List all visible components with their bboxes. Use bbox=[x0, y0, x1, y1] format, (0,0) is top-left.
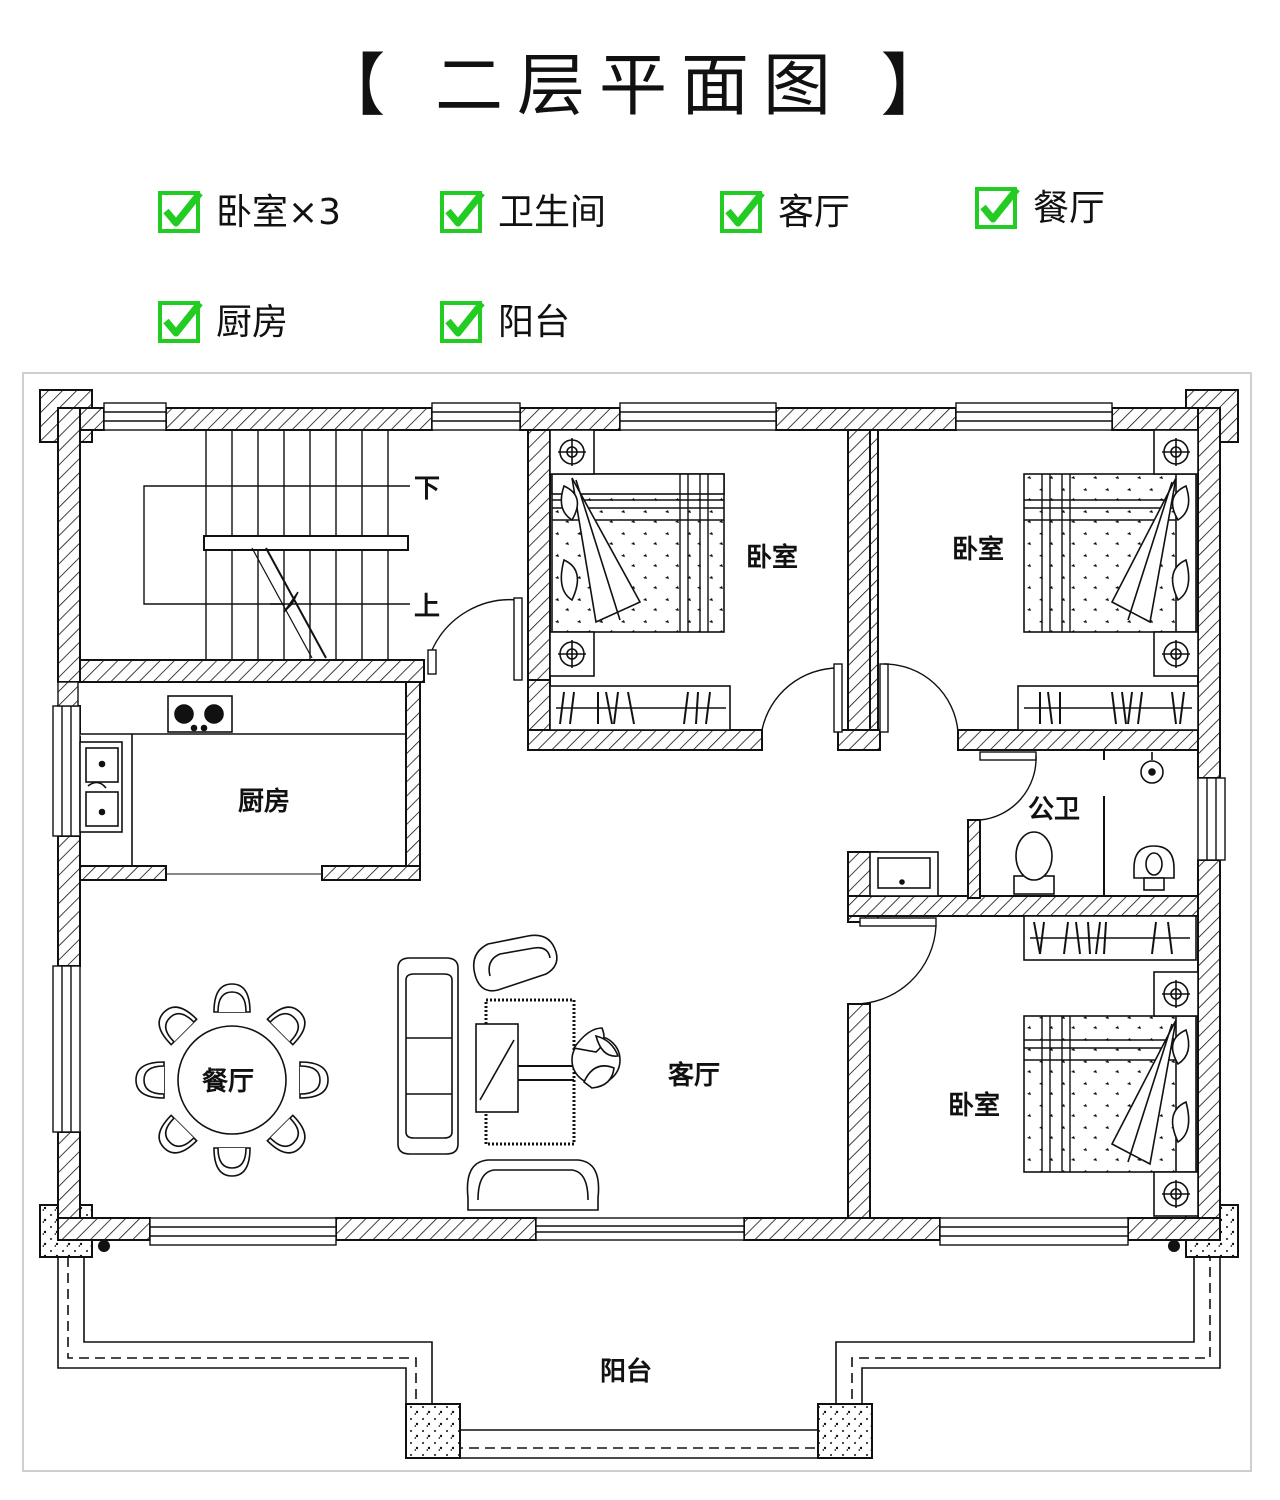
dining-label: 餐厅 bbox=[202, 1067, 254, 1097]
wardrobe-icon bbox=[1017, 685, 1199, 731]
windows bbox=[52, 402, 1226, 1246]
stair-down-label: 下 bbox=[414, 474, 440, 504]
floor-plan-frame bbox=[22, 372, 1252, 1472]
doors bbox=[427, 597, 1037, 1005]
wardrobe-icon bbox=[549, 685, 731, 731]
feature-item: 卧室×3 bbox=[158, 186, 342, 233]
checkbox-checked-icon bbox=[975, 185, 1020, 229]
feature-item: 客厅 bbox=[720, 186, 851, 233]
toilet-icon bbox=[1013, 831, 1055, 895]
balcony-railing bbox=[57, 1257, 1221, 1459]
interior-walls bbox=[79, 429, 1199, 1219]
checkbox-checked-icon bbox=[440, 299, 485, 343]
sink-icon bbox=[79, 741, 123, 833]
feature-label: 卧室×3 bbox=[216, 192, 342, 233]
stair-up-label: 上 bbox=[414, 592, 440, 622]
nightstand-lamp-icon bbox=[1153, 971, 1199, 1217]
feature-label: 客厅 bbox=[778, 192, 851, 233]
rug-and-table-icon bbox=[475, 998, 576, 1146]
feature-item: 厨房 bbox=[158, 296, 289, 343]
staircase bbox=[143, 430, 410, 660]
squat-toilet-icon bbox=[1133, 845, 1175, 891]
kitchen-label: 厨房 bbox=[238, 787, 290, 817]
bathroom-fixtures bbox=[869, 750, 1164, 897]
dining-table-icon bbox=[135, 983, 329, 1177]
exterior-walls bbox=[57, 407, 1221, 1241]
checkbox-checked-icon bbox=[440, 189, 485, 233]
bed-icon bbox=[1023, 473, 1197, 633]
feature-label: 阳台 bbox=[498, 302, 571, 343]
living-room-label: 客厅 bbox=[668, 1060, 720, 1091]
sofa-icon bbox=[397, 957, 459, 1155]
wardrobe-icon bbox=[1023, 915, 1197, 961]
feature-item: 餐厅 bbox=[975, 182, 1106, 229]
feature-label: 餐厅 bbox=[1033, 188, 1106, 229]
checkbox-checked-icon bbox=[158, 189, 203, 233]
plant-icon bbox=[571, 1027, 621, 1089]
bed-icon bbox=[551, 473, 725, 633]
checkbox-checked-icon bbox=[158, 299, 203, 343]
stove-icon bbox=[167, 695, 233, 733]
nightstand-lamp-icon bbox=[1153, 429, 1199, 677]
bedroom-3-label: 卧室 bbox=[948, 1090, 1000, 1121]
bed-icon bbox=[1023, 1015, 1197, 1173]
feature-label: 卫生间 bbox=[498, 192, 607, 233]
armchair-icon bbox=[466, 934, 600, 1211]
feature-label: 厨房 bbox=[216, 302, 289, 343]
feature-item: 阳台 bbox=[440, 296, 571, 343]
feature-item: 卫生间 bbox=[440, 186, 607, 233]
bathroom-label: 公卫 bbox=[1028, 795, 1080, 825]
page-title: 【 二层平面图 】 bbox=[317, 47, 963, 126]
checkbox-checked-icon bbox=[720, 189, 765, 233]
bedroom-2-label: 卧室 bbox=[952, 534, 1004, 565]
bedroom-1-label: 卧室 bbox=[746, 542, 798, 573]
nightstand-lamp-icon bbox=[549, 429, 595, 677]
kitchen-wall-marker bbox=[57, 681, 79, 707]
balcony-label: 阳台 bbox=[600, 1356, 652, 1387]
